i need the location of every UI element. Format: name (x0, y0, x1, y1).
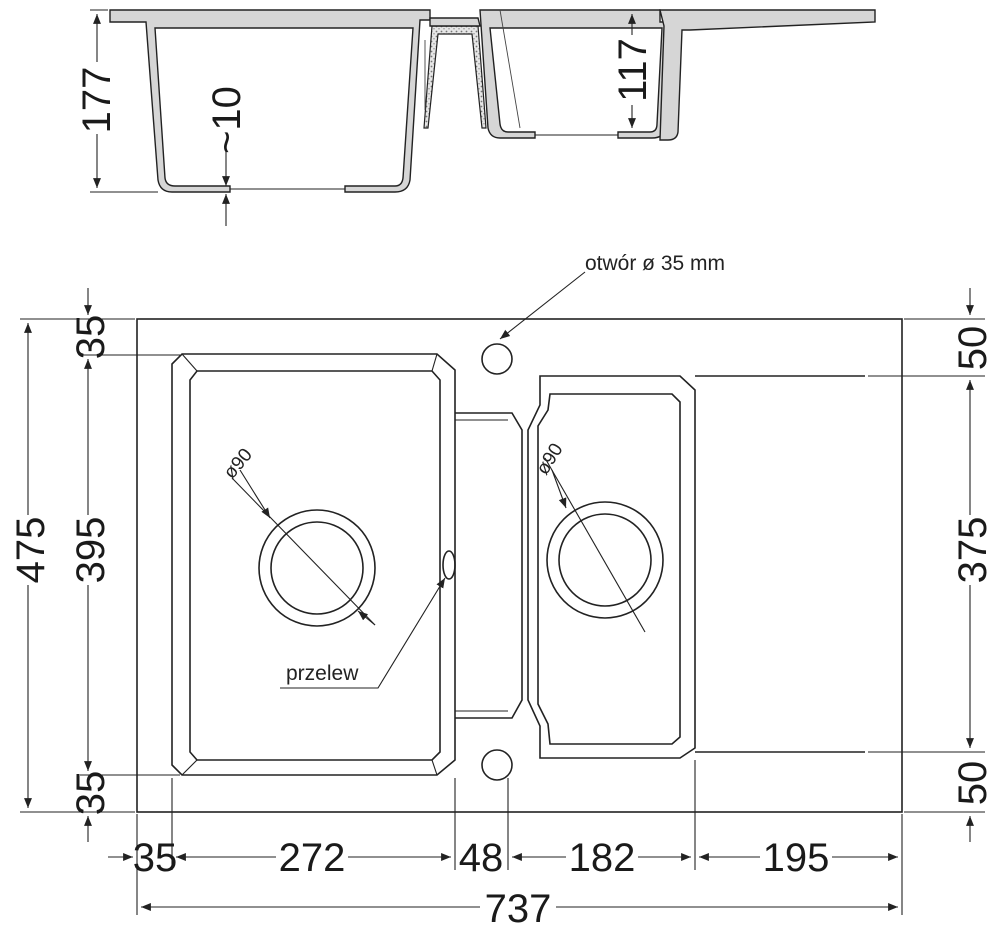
dim-label-bg (12, 515, 48, 585)
section-view: 177 ~10 117 (75, 9, 876, 226)
tap-hole-top (481, 343, 513, 375)
dim-wall-label: ~10 (205, 86, 249, 154)
dim-label-bg (616, 35, 650, 105)
left-bowl-corner (181, 759, 198, 776)
plan-view: ø90 ø90 otwór ø 35 mm przelew (136, 252, 903, 813)
section-divider (423, 25, 487, 129)
dim-50-bottom-label: 50 (951, 761, 995, 806)
dim-35-top-label: 35 (69, 315, 113, 360)
right-drain-dim-line (544, 457, 646, 633)
dim-label-bg (760, 838, 832, 878)
right-dimensions: 50 375 50 (868, 288, 995, 842)
right-drain-inner (558, 513, 652, 607)
dim-177-label: 177 (75, 67, 119, 134)
dim-375-label: 375 (951, 517, 995, 584)
dim-bottom-48-label: 48 (459, 836, 504, 880)
section-drainboard (659, 9, 876, 141)
right-drain-outer (546, 501, 664, 619)
dim-label-bg (480, 888, 556, 928)
right-bowl-rim (527, 375, 696, 759)
dim-bottom-195-label: 195 (763, 836, 830, 880)
hole-callout-leader (499, 271, 586, 340)
hole-callout-label: otwór ø 35 mm (585, 252, 725, 275)
dim-bottom-737-label: 737 (485, 887, 552, 931)
left-bowl-rim (171, 353, 456, 776)
right-drain-arrow (551, 469, 567, 509)
left-drain-dim-line (231, 477, 376, 626)
dim-395-label: 395 (69, 517, 113, 584)
left-drain-arrow (357, 610, 376, 626)
dim-50-top-label: 50 (951, 326, 995, 371)
left-bowl-corner (431, 759, 438, 776)
dim-label-bg (276, 838, 348, 878)
left-drain-label: ø90 (220, 445, 257, 484)
divider-ledge (455, 412, 523, 719)
left-dimensions: 475 395 35 35 (9, 288, 180, 842)
dim-35-bottom-label: 35 (69, 771, 113, 816)
sink-outline (136, 318, 903, 813)
left-drain-inner (270, 521, 364, 615)
dim-label-bg (954, 515, 990, 585)
dim-475-label: 475 (9, 517, 53, 584)
section-profile-left-bowl (109, 9, 431, 193)
tap-hole-bottom (481, 749, 513, 781)
overflow-slot (442, 550, 456, 580)
dim-117-label: 117 (611, 38, 655, 102)
right-bowl-basin (537, 393, 681, 745)
bottom-dimensions: 35 272 48 182 195 737 (108, 760, 903, 931)
section-divider-cap (429, 17, 481, 27)
left-bowl-corner (431, 353, 438, 372)
dim-label-bg (80, 62, 114, 134)
dim-bottom-182-label: 182 (569, 836, 636, 880)
dim-label-bg (566, 838, 638, 878)
dim-bottom-35-label: 35 (133, 836, 178, 880)
left-drain-arrow (239, 469, 271, 519)
overflow-callout-label: przelew (286, 662, 359, 685)
left-bowl-basin (189, 370, 441, 761)
dim-bottom-272-label: 272 (279, 836, 346, 880)
left-bowl-corner (181, 353, 198, 372)
dim-label-bg (72, 515, 108, 585)
section-hidden-edge (499, 9, 521, 129)
left-drain-outer (258, 509, 376, 627)
overflow-callout-leader (280, 577, 446, 689)
